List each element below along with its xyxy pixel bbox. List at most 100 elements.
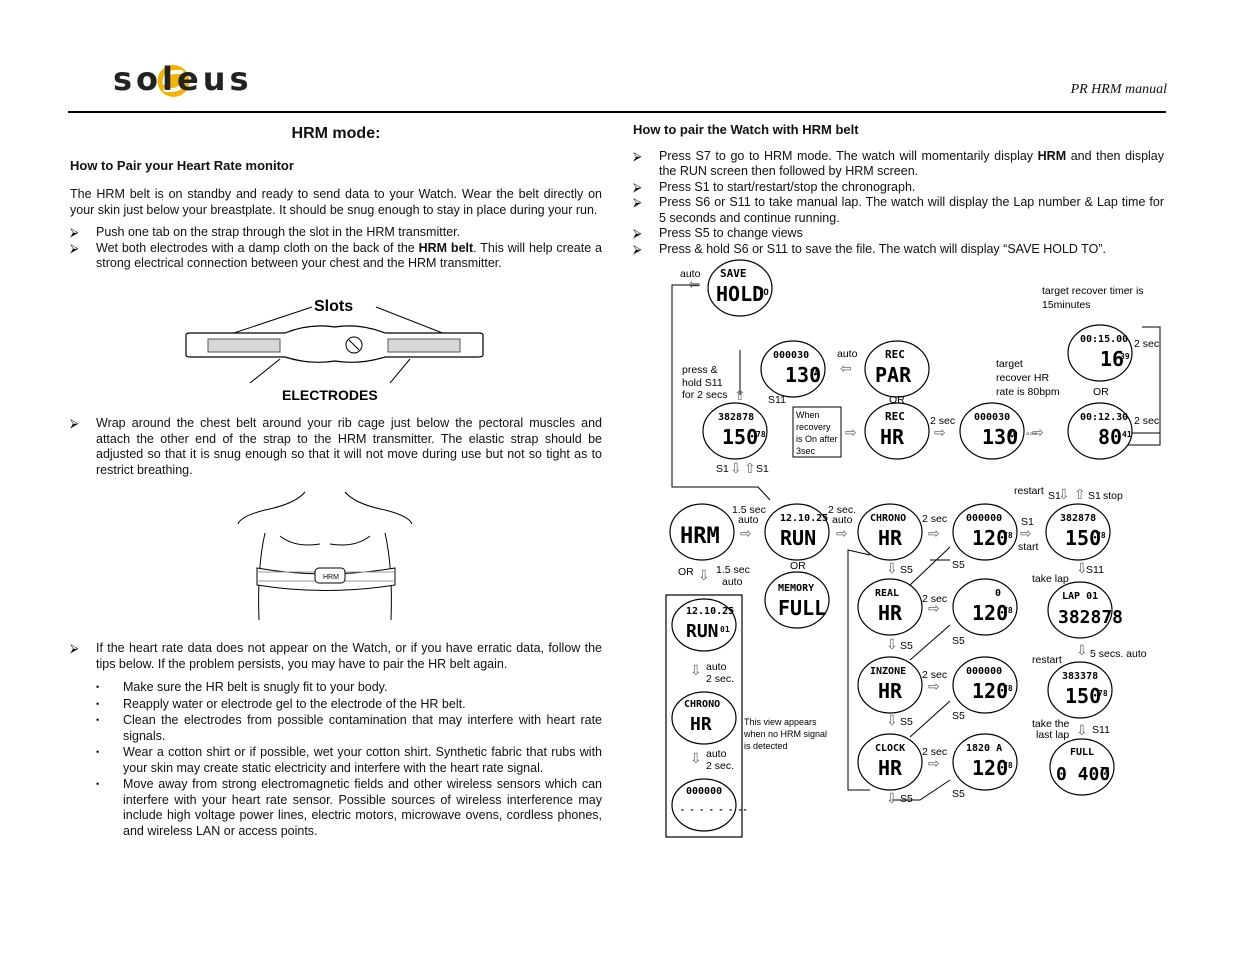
arrow-bullet-icon: ⮚ (70, 416, 79, 430)
watch-face: 12.10.25 RUN 01 (671, 598, 737, 652)
svg-text:TO: TO (758, 288, 769, 298)
dot-bullet-icon: • (96, 698, 100, 709)
svg-text:78: 78 (1003, 531, 1013, 540)
arrow-up-icon: ⇧ (744, 460, 756, 476)
svg-text:auto: auto (832, 514, 853, 526)
svg-text:1.5 sec: 1.5 sec (716, 564, 750, 576)
svg-text:target recover timer is: target recover timer is (1042, 285, 1144, 297)
list-item: ⮚Press S5 to change views (633, 226, 1164, 242)
svg-text:HR: HR (878, 679, 903, 703)
arrow-bullet-icon: ⮚ (633, 241, 642, 256)
arrow-right-icon: ⇨ (1020, 525, 1032, 541)
watch-face: REC HR (864, 402, 930, 460)
svg-text:382878: 382878 (1060, 513, 1096, 524)
step-text: Press S7 to go to HRM mode. The watch wi… (659, 148, 1038, 163)
step-text: Push one tab on the strap through the sl… (96, 225, 461, 239)
belt-diagram: Slots ELECTRODES (185, 298, 484, 403)
svg-text:120: 120 (972, 526, 1008, 550)
watch-face: CHRONO HR (671, 691, 737, 745)
right-column: How to pair the Watch with HRM belt ⮚Pre… (633, 122, 1164, 257)
pair-section-title: How to Pair your Heart Rate monitor (70, 157, 294, 173)
svg-text:FULL: FULL (1070, 747, 1094, 758)
svg-text:78: 78 (1098, 689, 1108, 698)
step-bold: HRM (1037, 148, 1067, 163)
svg-text:HRM: HRM (680, 524, 720, 549)
watch-face: FULL 0 400 78 (1049, 738, 1115, 796)
watch-face: HRM (669, 503, 735, 561)
arrow-bullet-icon: ⮚ (633, 179, 642, 194)
watch-face: 382878 150 78 (1045, 503, 1111, 561)
svg-text:3sec: 3sec (796, 446, 816, 456)
dot-bullet-icon: • (96, 715, 100, 725)
arrow-bullet-icon: ⮚ (633, 148, 642, 163)
svg-text:120: 120 (972, 756, 1008, 780)
watch-face: SAVE HOLD TO (707, 259, 773, 317)
arrow-down-icon: ⇩ (690, 662, 702, 678)
svg-text:2 sec.: 2 sec. (706, 673, 734, 685)
arrow-down-icon: ⇩ (1058, 486, 1070, 502)
arrow-right-icon: ⇨ (934, 424, 946, 440)
svg-text:MEMORY: MEMORY (778, 583, 814, 594)
slots-label: Slots (314, 298, 353, 315)
step-text: Wet both electrodes with a damp cloth on… (96, 240, 419, 255)
svg-text:78: 78 (1003, 761, 1013, 770)
arrow-up-icon: ⇧ (734, 387, 746, 403)
list-item: ⮚ Press S7 to go to HRM mode. The watch w… (633, 149, 1164, 180)
tip-text: Reapply water or electrode gel to the el… (123, 696, 466, 711)
svg-text:target: target (996, 358, 1023, 370)
svg-text:recover HR: recover HR (996, 372, 1050, 384)
svg-text:HR: HR (878, 756, 903, 780)
electrodes-label: ELECTRODES (282, 387, 378, 403)
svg-text:When: When (796, 410, 820, 420)
svg-text:383378: 383378 (1062, 671, 1098, 682)
svg-text:INZONE: INZONE (870, 666, 906, 677)
svg-text:382878: 382878 (718, 412, 754, 423)
list-item: ⮚Wet both electrodes with a damp cloth o… (70, 241, 602, 272)
arrow-bullet-icon: ⮚ (70, 225, 79, 239)
watch-face: CHRONO HR (857, 503, 923, 561)
svg-text:take the: take the (1032, 718, 1070, 730)
svg-text:recovery: recovery (796, 422, 831, 432)
svg-text:S1: S1 (1048, 490, 1061, 502)
watch-face: 000000 120 78 (952, 656, 1018, 714)
arrow-down-icon: ⇩ (698, 567, 710, 583)
svg-text:80: 80 (1098, 425, 1122, 449)
svg-text:PAR: PAR (875, 363, 912, 387)
tip-text: Clean the electrodes from possible conta… (123, 713, 602, 743)
svg-text:120: 120 (972, 679, 1008, 703)
svg-text:auto: auto (722, 576, 743, 588)
svg-text:HOLD: HOLD (716, 282, 764, 306)
svg-text:auto: auto (680, 268, 701, 280)
svg-text:2 sec: 2 sec (1134, 338, 1159, 350)
svg-text:This view appears: This view appears (744, 717, 817, 727)
arrow-right-icon: ⇨ (928, 755, 940, 771)
svg-text:S1: S1 (1021, 516, 1034, 528)
svg-text:0: 0 (995, 588, 1001, 599)
svg-text:1820 A: 1820 A (966, 743, 1002, 754)
svg-text:S5: S5 (900, 716, 913, 728)
watch-face: 00:12.30 80 41 (1067, 402, 1133, 460)
svg-text:78: 78 (1100, 766, 1110, 775)
arrow-right-icon: ⇨ (928, 678, 940, 694)
arrow-left-icon: ⇦ (688, 276, 700, 292)
hrm-flow-diagram: SAVE HOLD TO 000030 130 70 REC PAR 00:15… (665, 259, 1161, 838)
list-item: •Wear a cotton shirt or if possible, wet… (96, 745, 602, 776)
svg-text:S5: S5 (952, 788, 965, 800)
svg-text:000000: 000000 (686, 786, 722, 797)
svg-text:16: 16 (1100, 347, 1124, 371)
step-bold: HRM belt (418, 240, 474, 255)
list-item: •Make sure the HR belt is snugly fit to … (96, 680, 602, 696)
svg-text:000030: 000030 (974, 412, 1010, 423)
svg-text:41: 41 (1122, 430, 1132, 439)
watch-face: 12.10.25 RUN (764, 503, 830, 561)
svg-text:HR: HR (878, 526, 903, 550)
svg-text:S5: S5 (952, 710, 965, 722)
svg-text:REAL: REAL (875, 588, 899, 599)
watch-face: 00:15.00 16 39 (1067, 324, 1133, 382)
svg-text:S11: S11 (768, 394, 786, 406)
watch-face: MEMORY FULL (764, 571, 830, 629)
list-item: ⮚Press & hold S6 or S11 to save the file… (633, 242, 1164, 258)
svg-text:000030: 000030 (773, 350, 809, 361)
svg-text:CHRONO: CHRONO (684, 699, 720, 710)
watch-face: 000000 120 78 (952, 503, 1018, 561)
